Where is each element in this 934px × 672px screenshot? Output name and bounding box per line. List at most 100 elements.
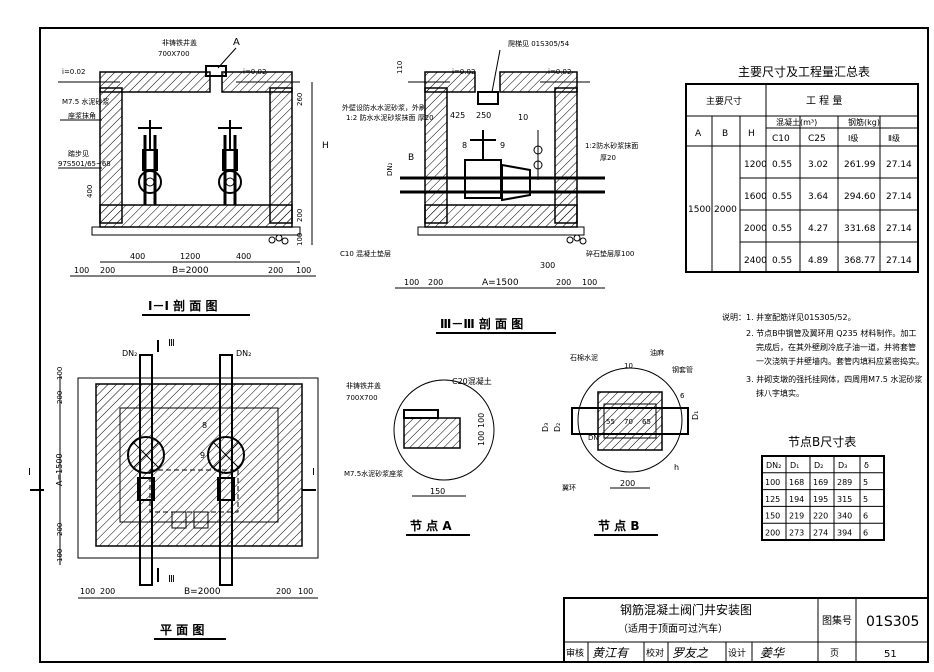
top-slab-right — [221, 71, 293, 93]
h-b: B — [722, 129, 728, 139]
plan-view: Ⅲ Ⅲ I I DN₂ DN₂ 8 9 100 200 A=1500 200 1… — [28, 338, 319, 640]
dim-b-200a: 200 — [100, 266, 115, 275]
summary-cell: 368.77 — [844, 256, 876, 266]
ring-label: 翼环 — [562, 484, 576, 492]
b-table-cell: 5 — [863, 495, 868, 504]
b-table-cell: 6 — [863, 528, 868, 537]
hemp-label: 油麻 — [650, 348, 664, 357]
b-table-cell: 125 — [765, 495, 780, 504]
plan-pipe-left — [139, 354, 153, 586]
b-table-cell: 150 — [765, 512, 780, 521]
dim-300: 300 — [540, 261, 555, 270]
b-table-cell: 195 — [813, 495, 828, 504]
notes-prefix: 说明： — [722, 312, 746, 322]
top-slab-left-3 — [424, 71, 476, 93]
design-label: 设计 — [728, 647, 746, 659]
dim-200-right: 200 — [296, 209, 304, 222]
wall-note-2: 1:2 防水水泥砂浆抹面 厚20 — [346, 113, 434, 122]
node-a-concrete-label: C20混凝土 — [452, 376, 492, 386]
summary-cell: 0.55 — [772, 256, 792, 266]
b-table-cell: 220 — [813, 512, 828, 521]
plan-dim-l-200b: 200 — [56, 523, 64, 536]
node-b-dim-70: 70 — [624, 418, 633, 426]
mark-i-left: I — [28, 467, 31, 478]
plan-interior — [119, 407, 279, 523]
b-table-cell: 6 — [863, 512, 868, 521]
dim-a-100a: 100 — [404, 278, 419, 287]
b-table-cell: 219 — [789, 512, 804, 521]
summary-table: 主要尺寸及工程量汇总表 主要尺寸 工 程 量 混凝土(m³) 钢筋(kg) A … — [685, 64, 919, 273]
node-b: 石棉水泥 油麻 钢套管 翼环 10 6 55 70 65 200 D₃ D₂ D… — [541, 348, 700, 536]
b-table-header: D₃ — [838, 461, 847, 470]
check-label: 校对 — [646, 647, 664, 659]
summary-title: 主要尺寸及工程量汇总表 — [738, 64, 870, 79]
left-wall — [99, 87, 123, 224]
dn-label-3: DN₂ — [386, 162, 394, 176]
b-table-cell: 340 — [837, 512, 852, 521]
h-concrete: 混凝土(m³) — [776, 117, 817, 127]
summary-cell: 3.02 — [808, 160, 828, 170]
b-table-cell: 169 — [813, 478, 828, 487]
plan-dim-l-100a: 100 — [56, 367, 64, 380]
note-3a: 3. 井砌支墩的强托挂网体，四周用M7.5 水泥砂浆 — [746, 374, 922, 384]
d3-label: D₃ — [541, 423, 550, 432]
note-2c: 一次浇筑于井壁墙内。套管内填料应紧密捣实。 — [756, 356, 924, 366]
plan-dim-l-100b: 100 — [56, 549, 64, 562]
node-a-dim-150: 150 — [430, 487, 445, 496]
b-table-cell: 273 — [789, 528, 804, 537]
plan-dim-b-200a: 200 — [100, 587, 115, 596]
dim-400b: 400 — [236, 252, 251, 261]
mark-iii-top: Ⅲ — [168, 338, 175, 349]
step-label: 踏步见 — [68, 149, 89, 158]
node-b-dim-55: 55 — [606, 418, 615, 426]
node-a-concrete — [403, 417, 461, 449]
node-a-cover-size: 700X700 — [346, 394, 378, 402]
title-line-1: 钢筋混凝土阀门井安装图 — [620, 602, 752, 617]
sig-check: 罗友之 — [672, 646, 709, 660]
summary-cell: 27.14 — [886, 192, 912, 202]
h-label: h — [674, 463, 679, 472]
dim-a-100b: 100 — [582, 278, 597, 287]
dim-110: 110 — [396, 61, 404, 74]
b-table-cell: 5 — [863, 478, 868, 487]
dim-100-right: 100 — [296, 233, 304, 246]
plan-handwheel-left — [127, 436, 165, 474]
dn-left: DN₂ — [122, 349, 137, 358]
plan-title: 平 面 图 — [160, 623, 204, 637]
summary-cell: 27.14 — [886, 160, 912, 170]
d1-label: D₁ — [691, 411, 700, 420]
c10-cushion-3 — [417, 226, 585, 236]
valve-right — [218, 120, 242, 205]
summary-cell: 0.55 — [772, 192, 792, 202]
dim-a-1500: A=1500 — [482, 278, 519, 288]
summary-cell: 2400 — [744, 256, 767, 266]
slope-left-3: i=0.02 — [452, 68, 475, 76]
left-wall-3 — [424, 87, 448, 224]
dim-b-2000: B=2000 — [172, 266, 209, 276]
gravel-right — [268, 234, 289, 245]
summary-cell: 0.55 — [772, 160, 792, 170]
dim-400a: 400 — [130, 252, 145, 261]
summary-cell: 4.89 — [808, 256, 828, 266]
dn-label-b: DN — [588, 434, 599, 442]
section-1-1: 非铸铁井盖 700X700 A i=0.02 i=0.02 M7.5 水泥砂浆 … — [58, 37, 329, 316]
section-3-3: 爬梯见 01S305/54 110 i=0.02 i=0.02 外壁设防水水泥砂… — [340, 39, 638, 334]
plan-dim-b-2000: B=2000 — [184, 587, 221, 597]
note-2a: 2. 节点B中钢管及翼环用 Q235 材料制作。加工 — [746, 328, 916, 338]
dim-b-100b: 100 — [296, 266, 311, 275]
node-a-dim-100a: 100 — [477, 413, 486, 428]
atlas-label: 图集号 — [822, 614, 852, 627]
summary-cell: 261.99 — [844, 160, 876, 170]
b-table-cell: 200 — [765, 528, 780, 537]
h-c25: C25 — [808, 134, 826, 144]
num-9: 9 — [500, 141, 505, 150]
top-slab-left — [99, 71, 211, 93]
step-ref: 97S501/65~68 — [58, 160, 111, 168]
page-label: 页 — [830, 648, 839, 659]
d2-label: D₂ — [553, 423, 562, 432]
right-wall — [269, 87, 293, 224]
b-table-cell: 168 — [789, 478, 804, 487]
mark-iii-bottom: Ⅲ — [168, 574, 175, 585]
h-h: H — [748, 129, 755, 139]
h-a: A — [695, 129, 702, 139]
